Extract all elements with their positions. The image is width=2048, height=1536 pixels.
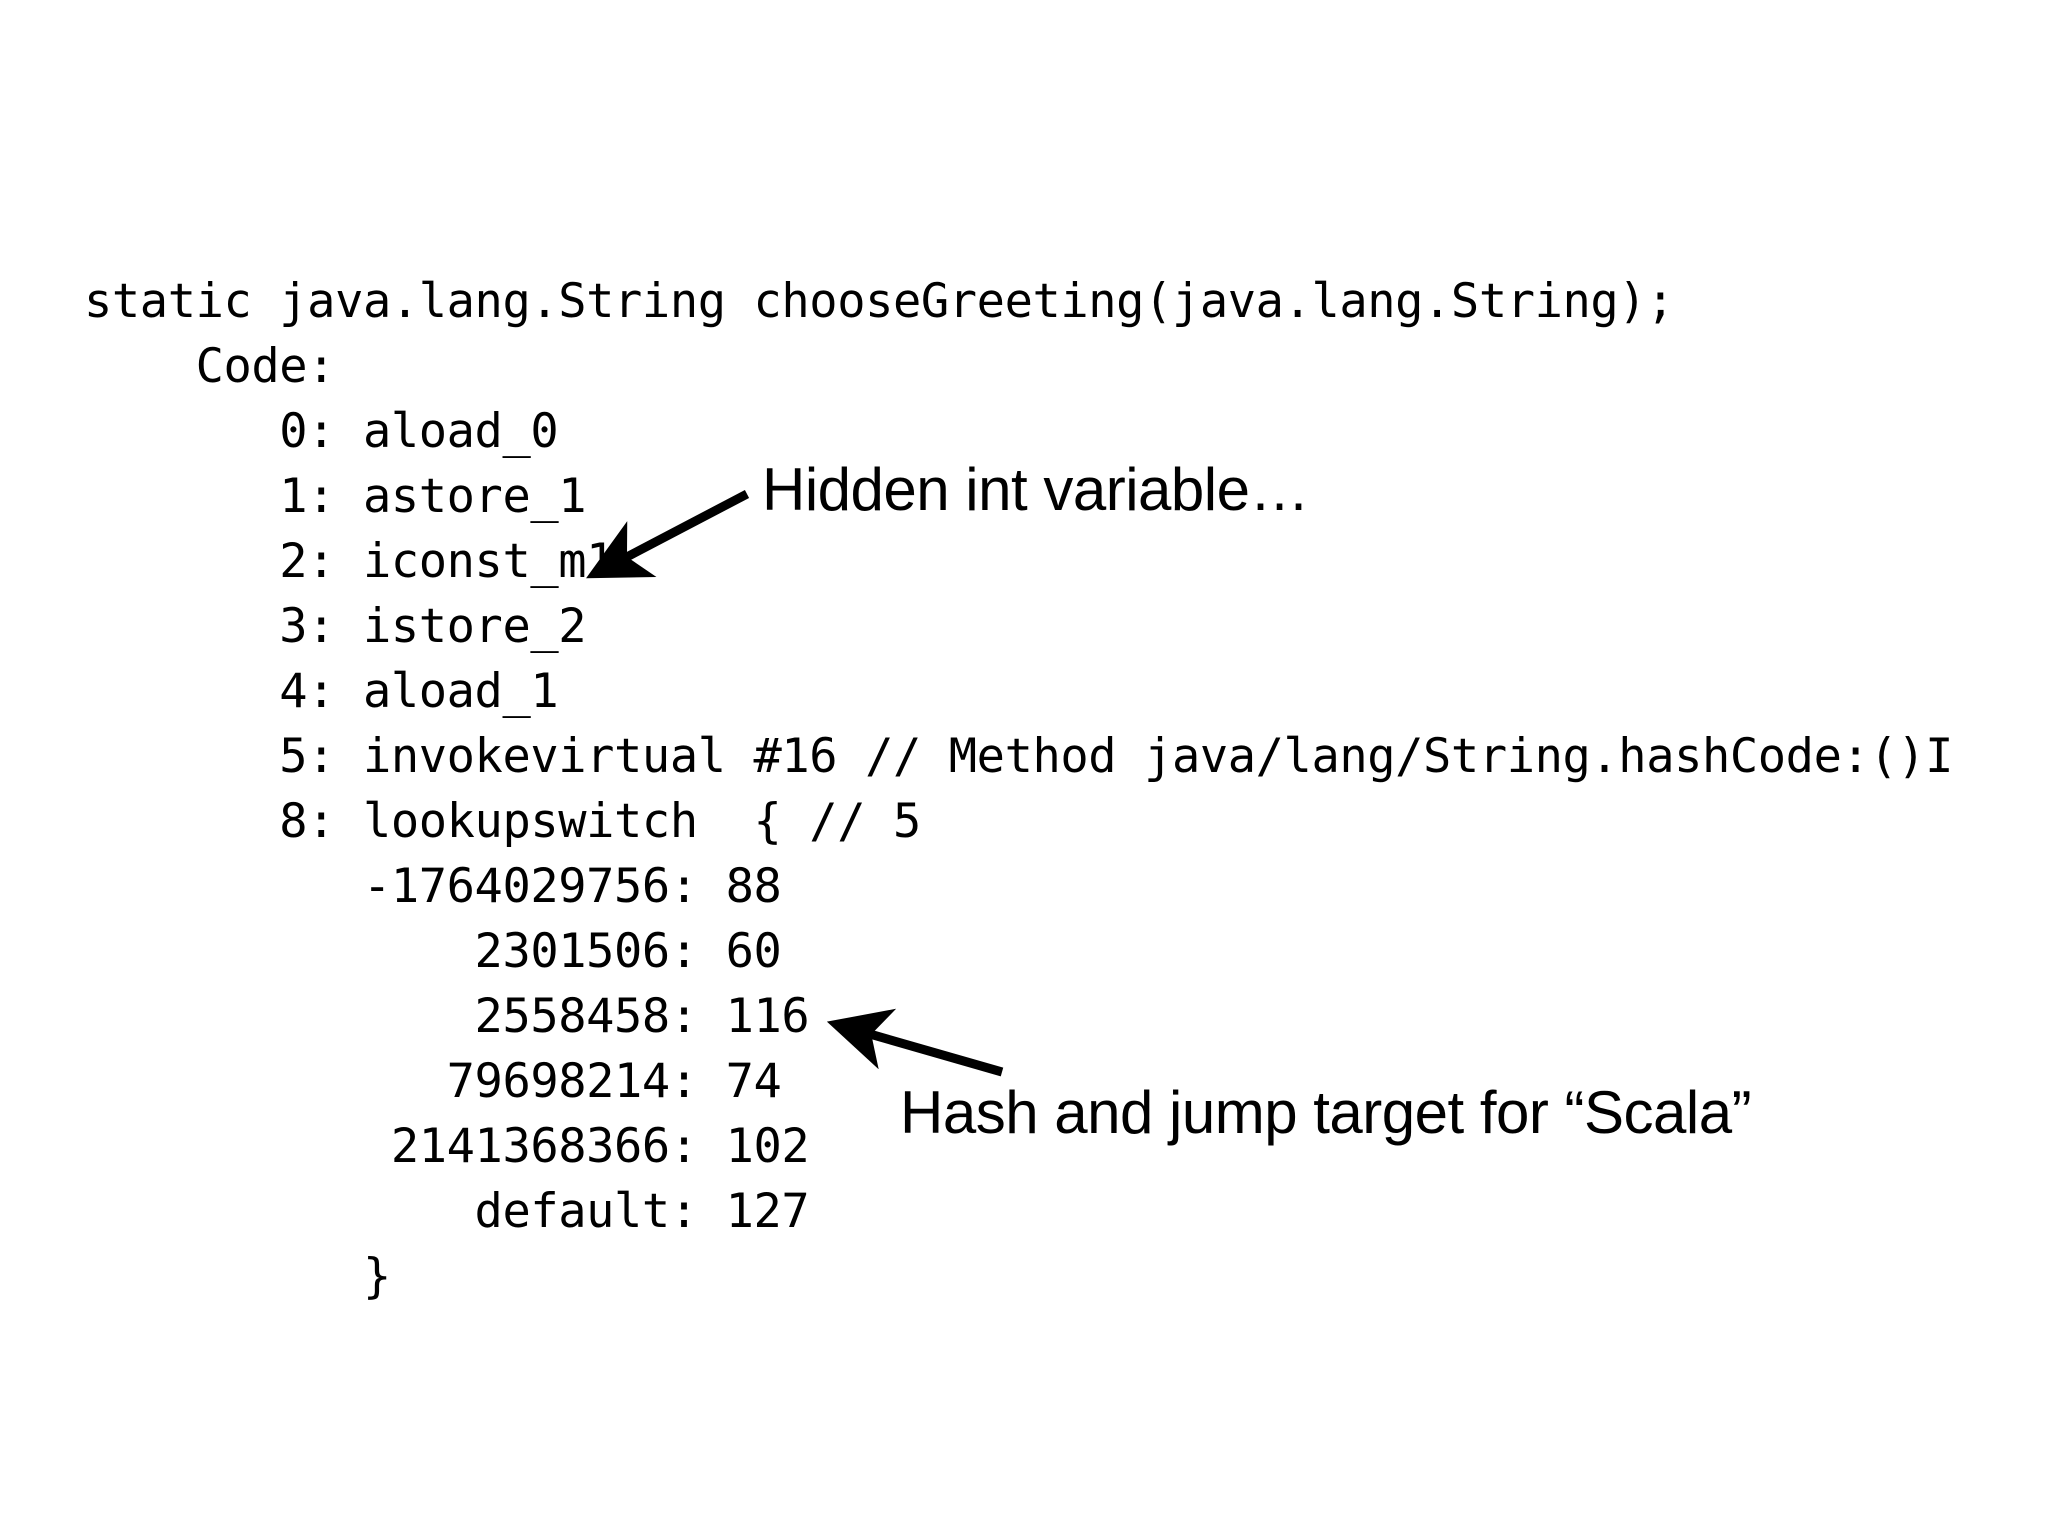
code-line-code-label: Code:: [84, 339, 336, 394]
code-line-method-signature: static java.lang.String chooseGreeting(j…: [84, 274, 1675, 329]
code-line-instruction-5: 5: invokevirtual #16 // Method java/lang…: [84, 729, 1954, 784]
annotation-hidden-int-variable: Hidden int variable…: [762, 456, 1309, 523]
code-line-instruction-1: 1: astore_1: [84, 469, 587, 524]
code-line-instruction-8: 8: lookupswitch { // 5: [84, 794, 921, 849]
code-line-instruction-3: 3: istore_2: [84, 599, 587, 654]
code-line-case-4: 2141368366: 102: [84, 1119, 810, 1174]
code-line-case-1: 2301506: 60: [84, 924, 782, 979]
code-line-case-0: -1764029756: 88: [84, 859, 782, 914]
code-line-case-3: 79698214: 74: [84, 1054, 782, 1109]
code-line-instruction-0: 0: aload_0: [84, 404, 559, 459]
code-line-instruction-2: 2: iconst_m1: [84, 534, 615, 589]
code-line-case-2: 2558458: 116: [84, 989, 810, 1044]
code-line-close-brace: }: [84, 1249, 391, 1304]
code-line-instruction-4: 4: aload_1: [84, 664, 559, 719]
annotation-hash-and-jump-target: Hash and jump target for “Scala”: [900, 1079, 1752, 1146]
bytecode-listing: static java.lang.String chooseGreeting(j…: [84, 269, 1953, 1309]
code-line-case-default: default: 127: [84, 1184, 810, 1239]
